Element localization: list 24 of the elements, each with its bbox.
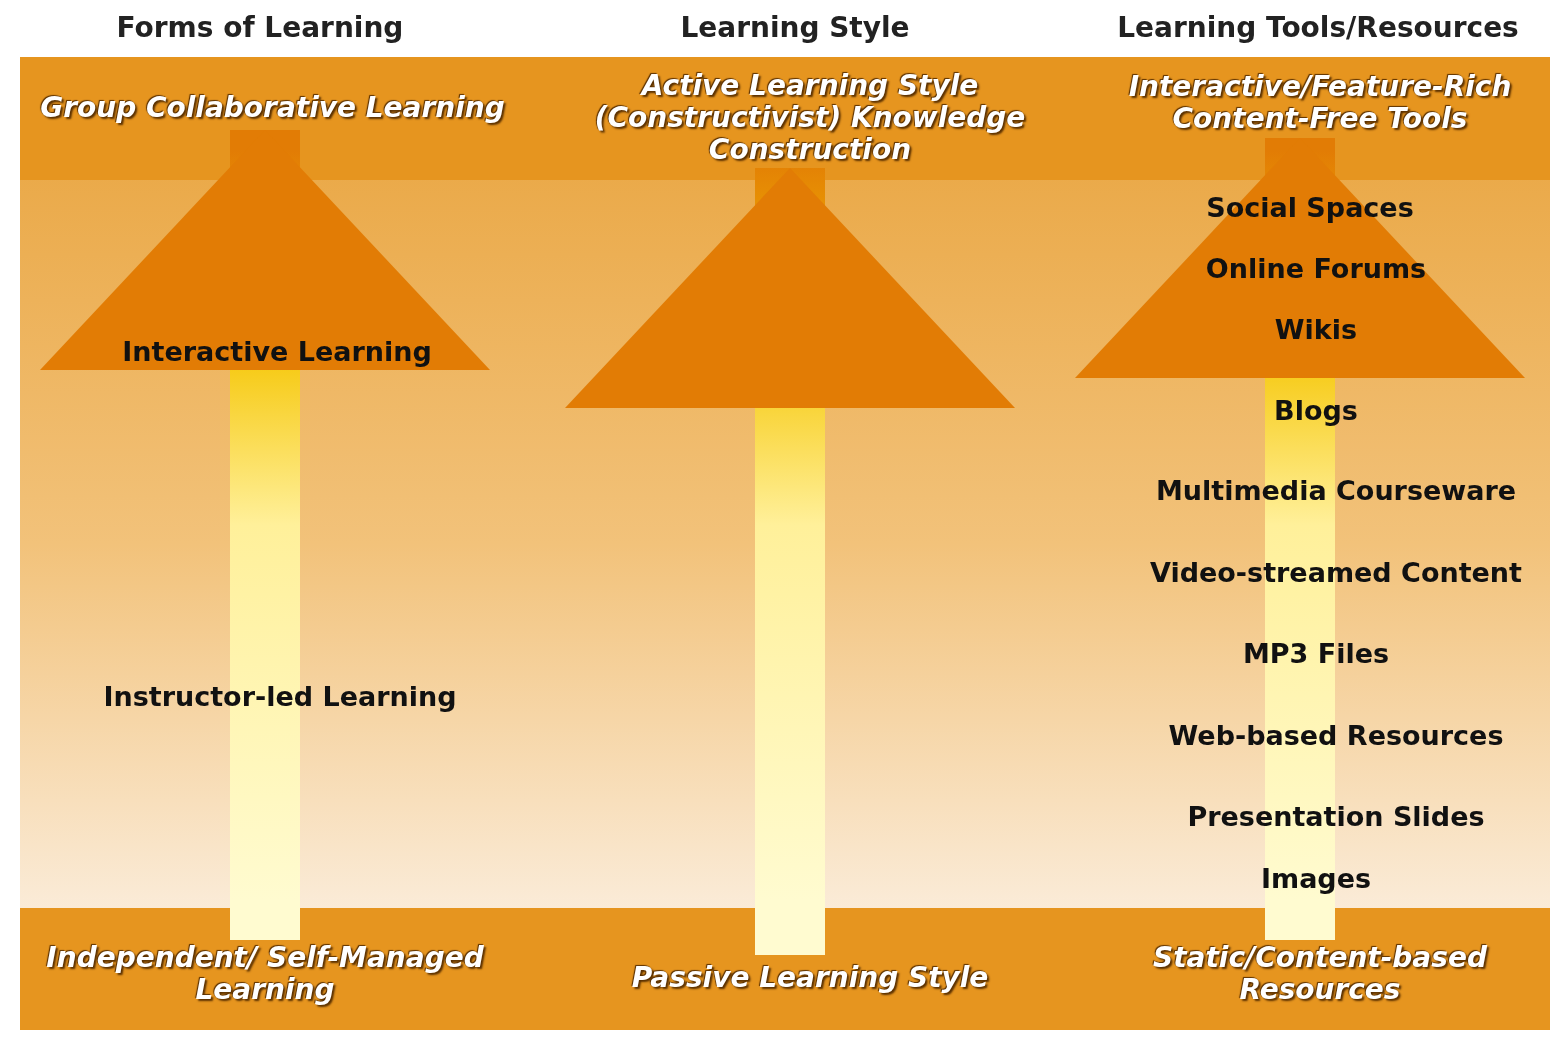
node-label: Active Learning Style (Constructivist) Knowledge Construction bbox=[593, 70, 1027, 166]
node-label: Interactive/Feature-Rich Content-Free Tools bbox=[1127, 71, 1513, 135]
node-label: Independent/ Self-Managed Learning bbox=[45, 942, 485, 1006]
arrow bbox=[40, 130, 490, 940]
item-label: Images bbox=[1260, 862, 1372, 894]
item-label: Web-based Resources bbox=[1168, 719, 1504, 751]
column-heading: Learning Tools/Resources bbox=[1117, 10, 1519, 44]
node-label: Group Collaborative Learning bbox=[40, 91, 505, 124]
arrow bbox=[565, 168, 1015, 955]
item-label: Multimedia Courseware bbox=[1155, 474, 1517, 506]
column-heading: Forms of Learning bbox=[116, 10, 404, 44]
item-label: Presentation Slides bbox=[1187, 800, 1485, 832]
node-label: Passive Learning Style bbox=[631, 961, 989, 994]
arrow bbox=[1075, 138, 1525, 940]
item-label: Instructor-led Learning bbox=[103, 680, 457, 712]
item-label: Video-streamed Content bbox=[1150, 556, 1522, 588]
column-heading: Learning Style bbox=[680, 10, 910, 44]
item-label: Online Forums bbox=[1205, 252, 1427, 284]
item-label: Interactive Learning bbox=[122, 335, 432, 367]
node-label: Static/Content-based Resources bbox=[1152, 942, 1489, 1006]
item-label: MP3 Files bbox=[1242, 637, 1390, 669]
item-label: Wikis bbox=[1274, 313, 1358, 345]
item-label: Blogs bbox=[1274, 394, 1358, 426]
item-label: Social Spaces bbox=[1206, 191, 1414, 223]
